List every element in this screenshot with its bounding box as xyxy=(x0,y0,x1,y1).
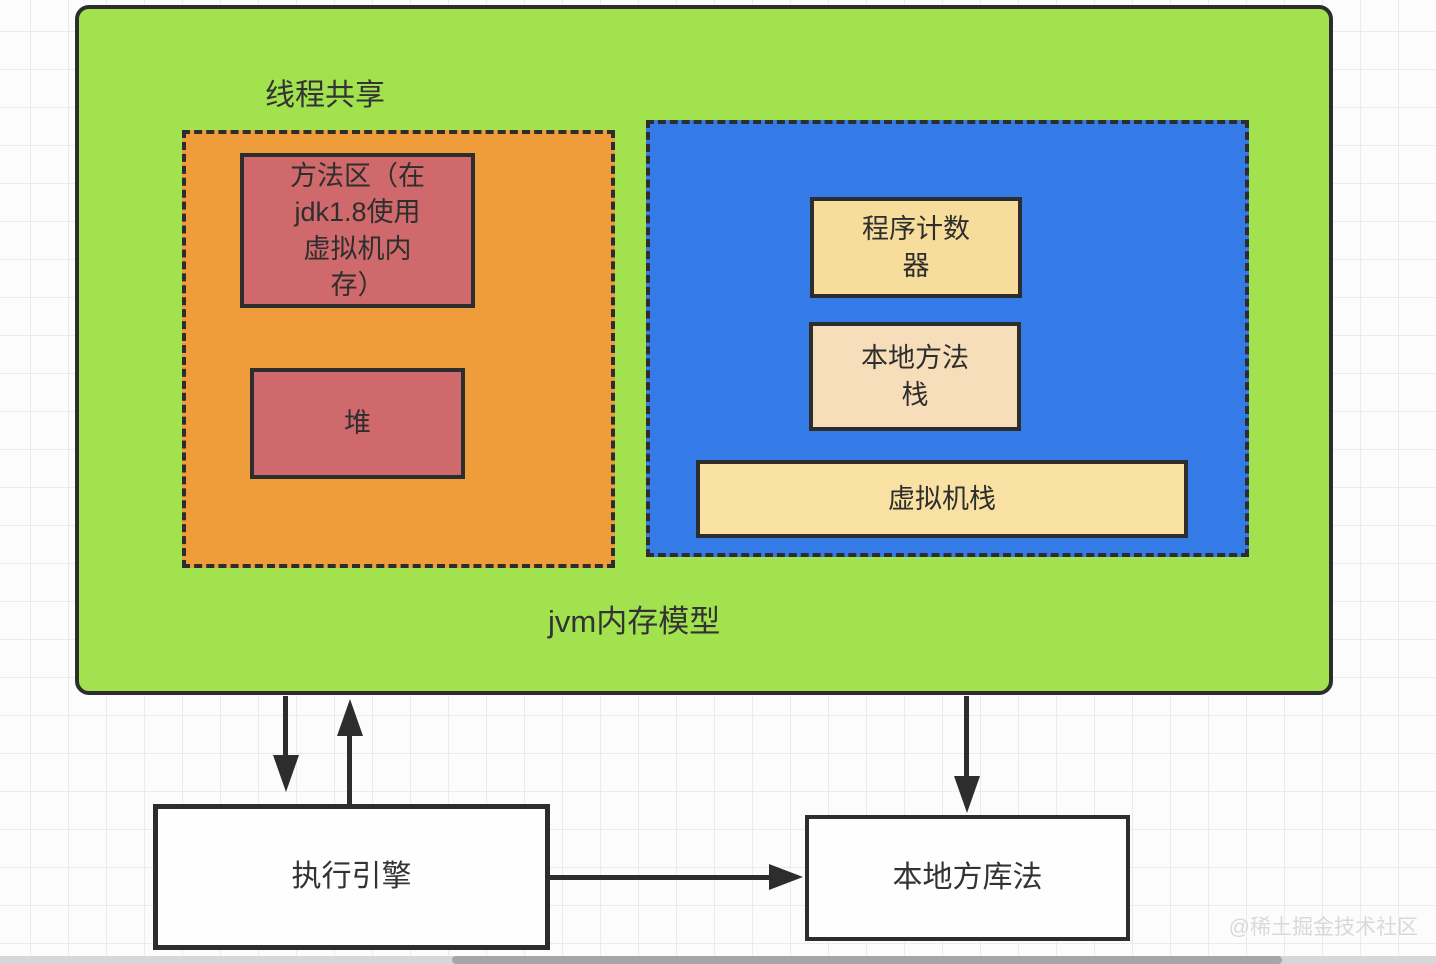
jvm-memory-model-label: jvm内存模型 xyxy=(548,604,721,639)
arrow-memory-to-engine-head xyxy=(273,755,299,792)
native-method-library-box: 本地方库法 xyxy=(805,815,1130,941)
heap-box: 堆 xyxy=(250,368,465,479)
native-method-stack-box: 本地方法 栈 xyxy=(809,322,1021,431)
program-counter-label: 程序计数 器 xyxy=(862,214,970,281)
arrow-engine-to-memory-head xyxy=(337,699,363,736)
arrow-engine-to-native-lib-shaft xyxy=(550,875,772,880)
horizontal-scrollbar-thumb[interactable] xyxy=(452,956,1282,964)
arrow-memory-to-native-lib-shaft xyxy=(964,696,969,779)
program-counter-box: 程序计数 器 xyxy=(810,197,1022,298)
heap-label: 堆 xyxy=(344,408,371,439)
thread-shared-label: 线程共享 xyxy=(265,79,385,112)
arrow-memory-to-engine-shaft xyxy=(283,696,288,758)
vm-stack-label: 虚拟机栈 xyxy=(888,483,996,514)
native-method-library-label: 本地方库法 xyxy=(892,860,1043,894)
arrow-engine-to-memory-shaft xyxy=(347,733,352,806)
native-method-stack-label: 本地方法 栈 xyxy=(861,343,969,410)
horizontal-scrollbar-track[interactable] xyxy=(0,956,1436,964)
method-area-label: 方法区（在 jdk1.8使用 虚拟机内 存） xyxy=(290,160,425,300)
arrow-engine-to-native-lib-head xyxy=(769,864,803,890)
method-area-box: 方法区（在 jdk1.8使用 虚拟机内 存） xyxy=(240,153,475,308)
vm-stack-box: 虚拟机栈 xyxy=(696,460,1188,538)
execution-engine-label: 执行引擎 xyxy=(291,859,412,893)
juejin-watermark: @稀土掘金技术社区 xyxy=(1228,916,1418,939)
execution-engine-box: 执行引擎 xyxy=(153,804,550,950)
arrow-memory-to-native-lib-head xyxy=(954,776,980,813)
